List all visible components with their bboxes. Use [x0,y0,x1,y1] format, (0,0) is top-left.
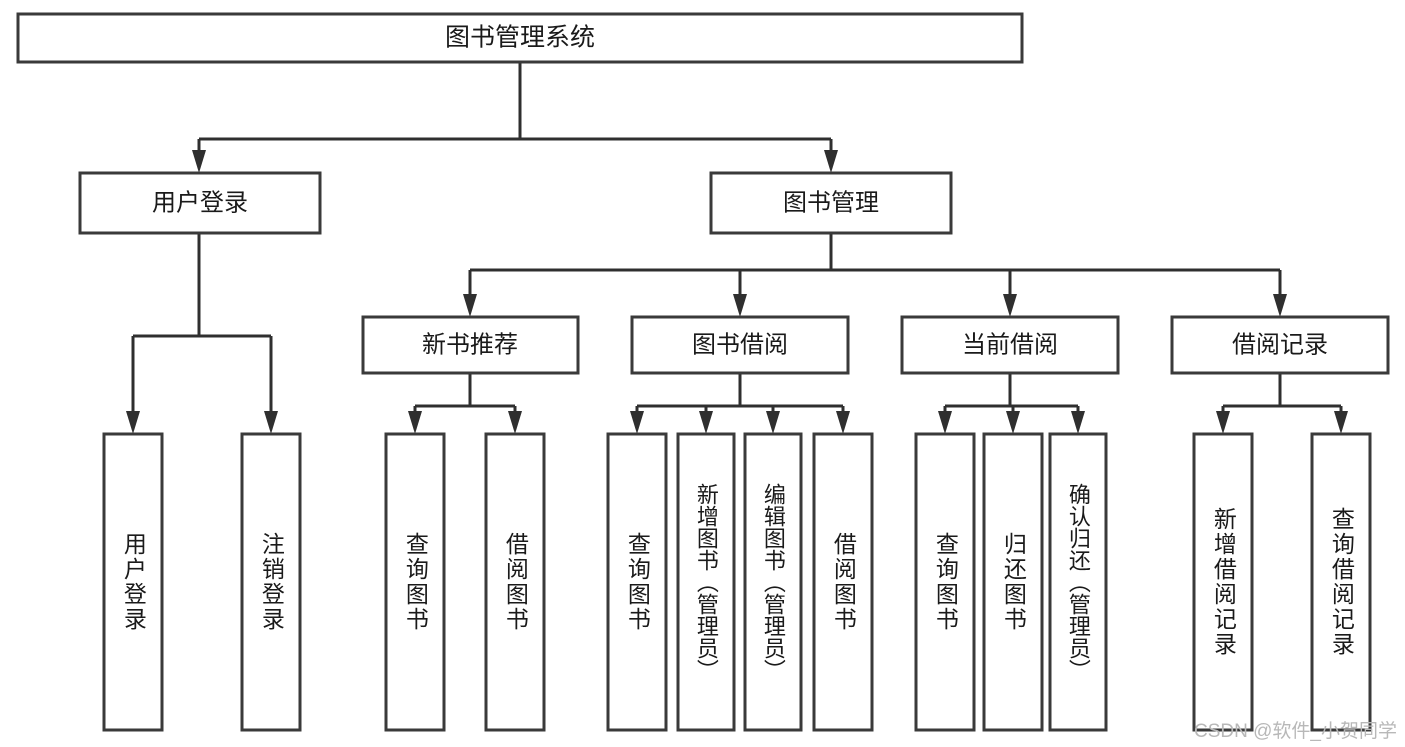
node-book-borrow-label: 图书借阅 [692,331,788,358]
arrow-to-leaf-add-book [699,411,713,434]
arrow-to-book-borrow [733,294,747,317]
arrow-to-leaf-edit-book [766,411,780,434]
leaf-logout-box[interactable] [240,432,302,732]
leaf-borrow-book-box[interactable] [812,432,874,732]
arrow-to-leaf-query-book-borrow [630,411,644,434]
leaf-add-book-box[interactable] [676,432,736,732]
node-current-borrow-box[interactable] [900,315,1120,375]
leaf-box-layer [102,432,1372,732]
leaf-confirm-return-box[interactable] [1048,432,1108,732]
node-book-manage-box[interactable] [709,171,953,235]
node-book-manage-label: 图书管理 [783,189,879,216]
arrow-to-book-manage [824,150,838,173]
leaf-query-book-borrow-box[interactable] [606,432,668,732]
node-user-login[interactable]: 用户登录 [78,171,322,235]
node-book-manage[interactable]: 图书管理 [709,171,953,235]
arrow-to-leaf-add-record [1216,411,1230,434]
arrow-to-leaf-query-book-rec [408,411,422,434]
leaf-add-record-box[interactable] [1192,432,1254,732]
arrow-to-leaf-query-book-cur [938,411,952,434]
arrow-to-leaf-user-login [126,411,140,434]
arrow-to-leaf-confirm-return [1071,411,1085,434]
node-book-borrow-box[interactable] [630,315,850,375]
leaf-borrow-book-rec-box[interactable] [484,432,546,732]
node-user-login-label: 用户登录 [152,189,248,216]
node-current-borrow-label: 当前借阅 [962,331,1058,358]
leaf-return-book-box[interactable] [982,432,1044,732]
arrow-to-leaf-borrow-book-rec [508,411,522,434]
arrow-to-user-login [192,150,206,173]
arrow-to-current-borrow [1003,294,1017,317]
node-borrow-record-box[interactable] [1170,315,1390,375]
node-borrow-record-label: 借阅记录 [1232,331,1328,358]
arrow-to-leaf-logout [264,411,278,434]
node-root-label: 图书管理系统 [445,24,595,52]
node-new-book-rec[interactable]: 新书推荐 [361,315,580,375]
node-current-borrow[interactable]: 当前借阅 [900,315,1120,375]
leaf-query-record-box[interactable] [1310,432,1372,732]
arrow-to-borrow-record [1273,294,1287,317]
node-new-book-rec-box[interactable] [361,315,580,375]
node-new-book-rec-label: 新书推荐 [422,331,518,358]
node-book-borrow[interactable]: 图书借阅 [630,315,850,375]
connector-layer [126,62,1348,434]
node-borrow-record[interactable]: 借阅记录 [1170,315,1390,375]
arrow-to-leaf-query-record [1334,411,1348,434]
arrow-to-leaf-return-book [1006,411,1020,434]
leaf-query-book-rec-box[interactable] [384,432,446,732]
node-root[interactable]: 图书管理系统 [16,12,1024,64]
arrow-to-leaf-borrow-book [836,411,850,434]
arrow-to-new-book-rec [463,294,477,317]
node-root-box[interactable] [16,12,1024,64]
node-user-login-box[interactable] [78,171,322,235]
leaf-edit-book-box[interactable] [743,432,803,732]
leaf-user-login-box[interactable] [102,432,164,732]
leaf-query-book-cur-box[interactable] [914,432,976,732]
watermark-text: CSDN @软件_小贺同学 [1194,721,1397,742]
